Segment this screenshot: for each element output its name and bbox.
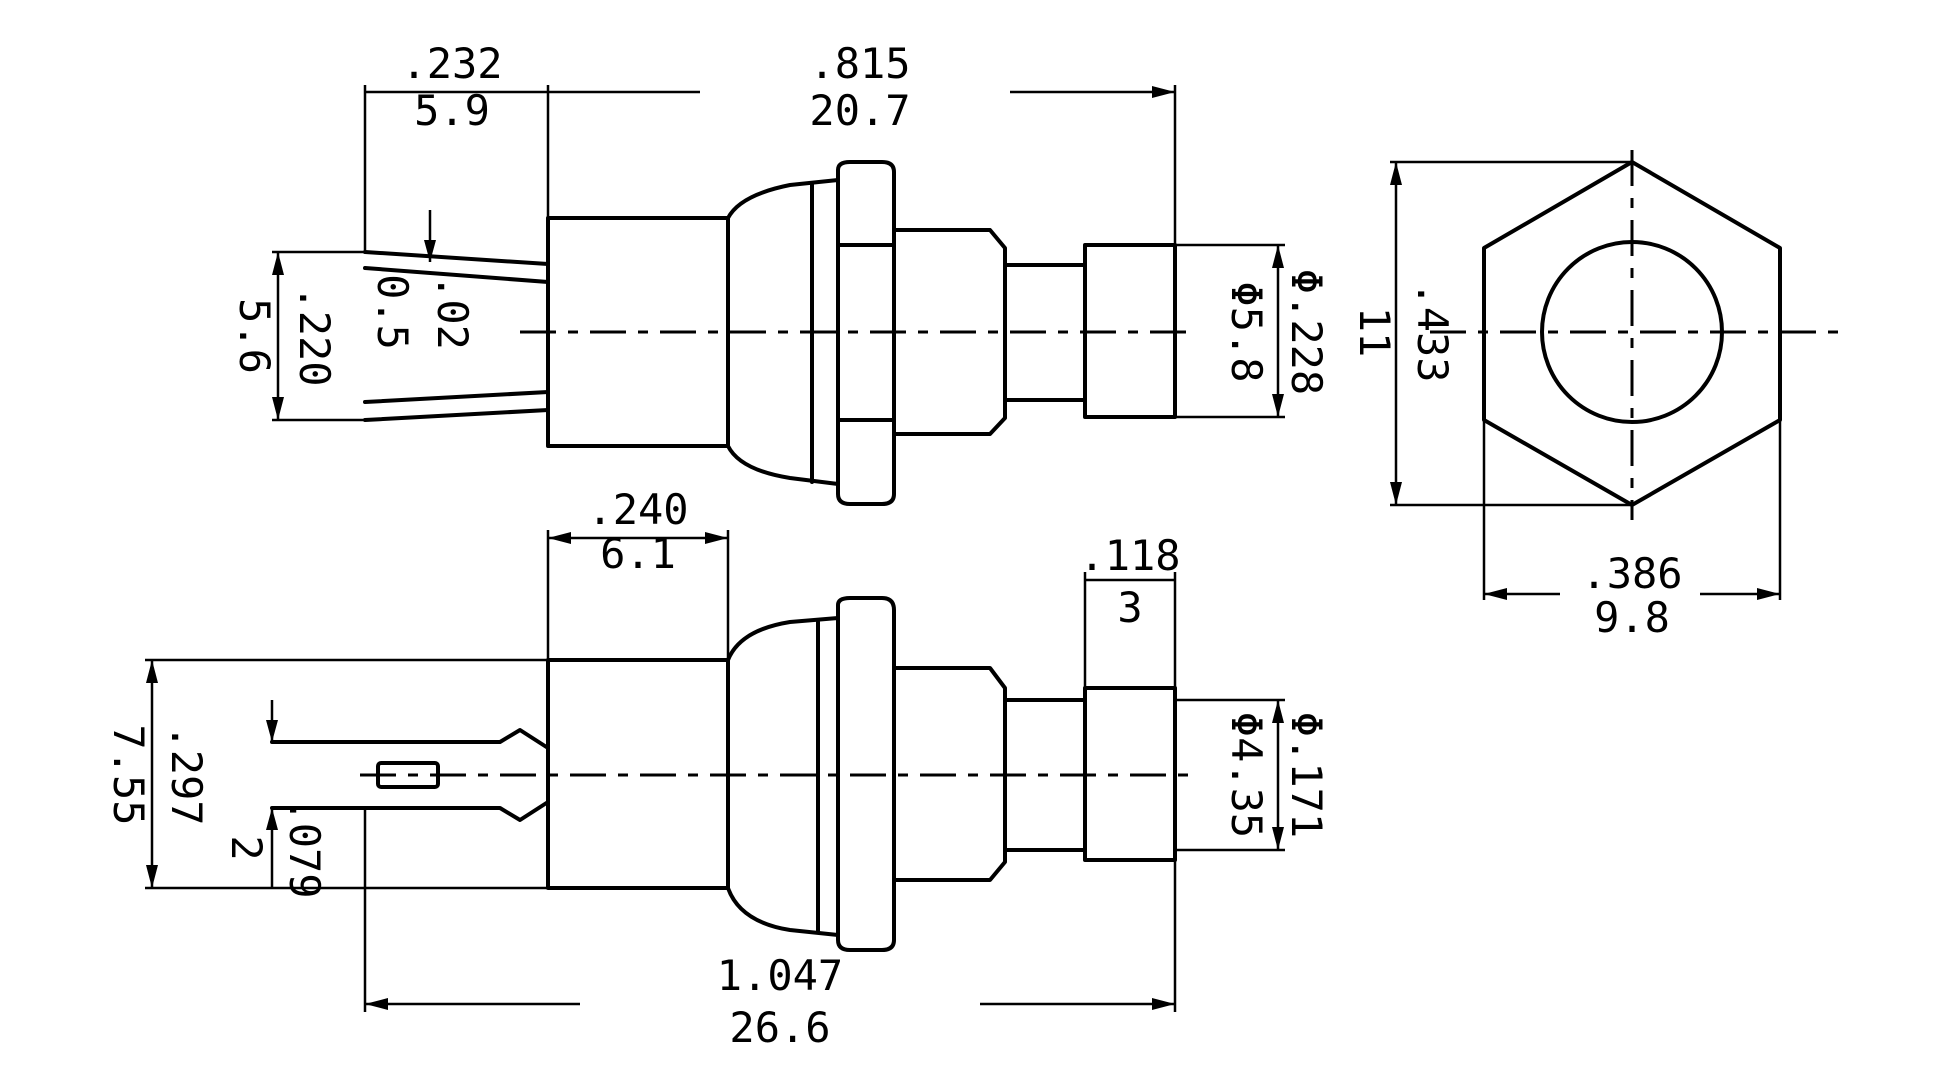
arrowhead <box>424 240 436 262</box>
hex-end-view: .433 11 .386 9.8 <box>1350 150 1840 642</box>
dim-collar-inch: .240 <box>587 485 688 534</box>
arrowhead <box>272 252 284 275</box>
arrowhead <box>146 660 158 683</box>
top-hex-nut <box>836 596 896 952</box>
dim-collar-mm: 6.1 <box>600 529 676 578</box>
top-body-cap <box>726 616 840 937</box>
dim-across-flats-inch: .386 <box>1581 549 1682 598</box>
dim-button-diameter-mm: Φ5.8 <box>1222 281 1271 382</box>
dim-body-length-inch: .815 <box>809 39 910 88</box>
dim-stem-diameter-inch: Φ.171 <box>1282 712 1331 838</box>
arrowhead <box>266 808 278 830</box>
arrowhead <box>1390 162 1402 185</box>
arrowhead <box>705 532 728 544</box>
arrowhead <box>1757 588 1780 600</box>
dim-terminal-thickness-mm: 0.5 <box>368 274 417 350</box>
dim-terminal-spacing-mm: 5.6 <box>230 298 279 374</box>
dim-terminal-length-mm: 5.9 <box>414 86 490 135</box>
dim-terminal-thickness-inch: .02 <box>428 274 477 350</box>
dim-terminal-width-mm: 2 <box>222 835 271 860</box>
arrowhead <box>146 865 158 888</box>
dim-across-flats-mm: 9.8 <box>1594 593 1670 642</box>
arrowhead <box>1152 998 1175 1010</box>
arrowhead <box>266 720 278 742</box>
arrowhead <box>1152 86 1175 98</box>
arrowhead <box>272 397 284 420</box>
arrowhead <box>1272 394 1284 417</box>
arrowhead <box>1390 482 1402 505</box>
dim-across-corners-inch: .433 <box>1408 281 1457 382</box>
dim-button-height-mm: 3 <box>1117 583 1142 632</box>
arrowhead <box>1272 827 1284 850</box>
dim-terminal-length-inch: .232 <box>401 39 502 88</box>
arrowhead <box>548 532 571 544</box>
arrowhead <box>1272 245 1284 268</box>
arrowhead <box>1484 588 1507 600</box>
dim-overall-length-inch: 1.047 <box>717 951 843 1000</box>
top-threaded-bushing <box>892 666 1007 882</box>
dim-body-width-inch: .297 <box>162 724 211 825</box>
dim-stem-diameter-mm: Φ4.35 <box>1222 712 1271 838</box>
side-view: .232 5.9 .815 20.7 .220 5.6 .02 0.5 Φ.22… <box>230 39 1331 506</box>
arrowhead <box>365 998 388 1010</box>
button-cap <box>1083 243 1177 419</box>
hex-nut <box>836 160 896 506</box>
top-view: .240 6.1 .118 3 .297 7.55 .079 2 Φ.171 Φ… <box>104 485 1331 1052</box>
dim-overall-length-mm: 26.6 <box>729 1003 830 1052</box>
terminal-slot <box>376 761 440 789</box>
dim-terminal-width-inch: .079 <box>280 797 329 898</box>
dim-body-length-mm: 20.7 <box>809 86 910 135</box>
top-button-cap <box>1083 686 1177 862</box>
dim-body-width-mm: 7.55 <box>104 724 153 825</box>
lower-terminal <box>363 390 550 422</box>
threaded-bushing <box>892 228 1007 436</box>
dim-button-height-inch: .118 <box>1079 531 1180 580</box>
dim-terminal-spacing-inch: .220 <box>290 285 339 386</box>
dim-across-corners-mm: 11 <box>1350 307 1399 358</box>
arrowhead <box>1272 700 1284 723</box>
dim-button-diameter-inch: Φ.228 <box>1282 269 1331 395</box>
